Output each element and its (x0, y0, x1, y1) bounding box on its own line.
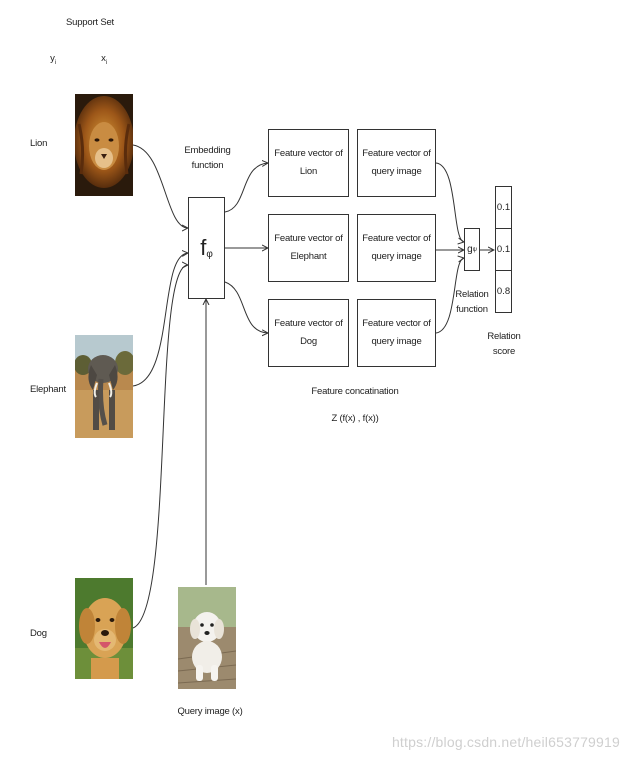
feature-vector-query-1: Feature vector of query image (357, 129, 436, 197)
class-label-dog: Dog (30, 628, 47, 639)
embedding-to-dog-fv-line (224, 281, 268, 333)
feature-vector-dog: Feature vector of Dog (268, 299, 349, 367)
relation-subscript: ψ (472, 246, 477, 253)
support-set-title: Support Set (66, 17, 114, 28)
feature-vector-lion: Feature vector of Lion (268, 129, 349, 197)
concatenation-label: Feature concatination (311, 386, 399, 397)
feature-vector-query-2: Feature vector of query image (357, 214, 436, 282)
query-image-caption: Query image (x) (177, 706, 243, 717)
concatenation-formula: Z (f(x) , f(x)) (331, 413, 379, 424)
class-label-lion: Lion (30, 138, 48, 149)
embedding-subscript: φ (206, 248, 213, 260)
feature-vector-elephant: Feature vector of Elephant (268, 214, 349, 282)
query-image (178, 587, 236, 689)
relation-symbol: g (467, 244, 473, 255)
relation-score-elephant: 0.1 (495, 228, 512, 271)
x-label: xi (101, 53, 107, 66)
row3-to-relation-line (435, 258, 464, 334)
embedding-caption: Embedding function (184, 145, 231, 171)
dog-image (75, 578, 133, 679)
lion-image (75, 94, 133, 196)
watermark-text: https://blog.csdn.net/heil653779919 (391, 734, 620, 750)
y-label: yi (50, 53, 56, 66)
feature-vector-query-3: Feature vector of query image (357, 299, 436, 367)
row1-to-relation-line (435, 162, 464, 242)
embedding-to-lion-fv-line (224, 163, 268, 213)
dog-to-embedding-line (132, 265, 188, 629)
class-label-elephant: Elephant (30, 384, 66, 395)
elephant-image (75, 335, 133, 438)
elephant-to-embedding-line (132, 253, 188, 387)
embedding-symbol: f (200, 235, 207, 260)
relation-function-caption: Relation function (455, 289, 489, 315)
lion-to-embedding-line (132, 144, 188, 228)
relation-score-lion: 0.1 (495, 186, 512, 229)
relation-score-dog: 0.8 (495, 270, 512, 313)
relation-score-caption: Relation score (487, 331, 521, 357)
